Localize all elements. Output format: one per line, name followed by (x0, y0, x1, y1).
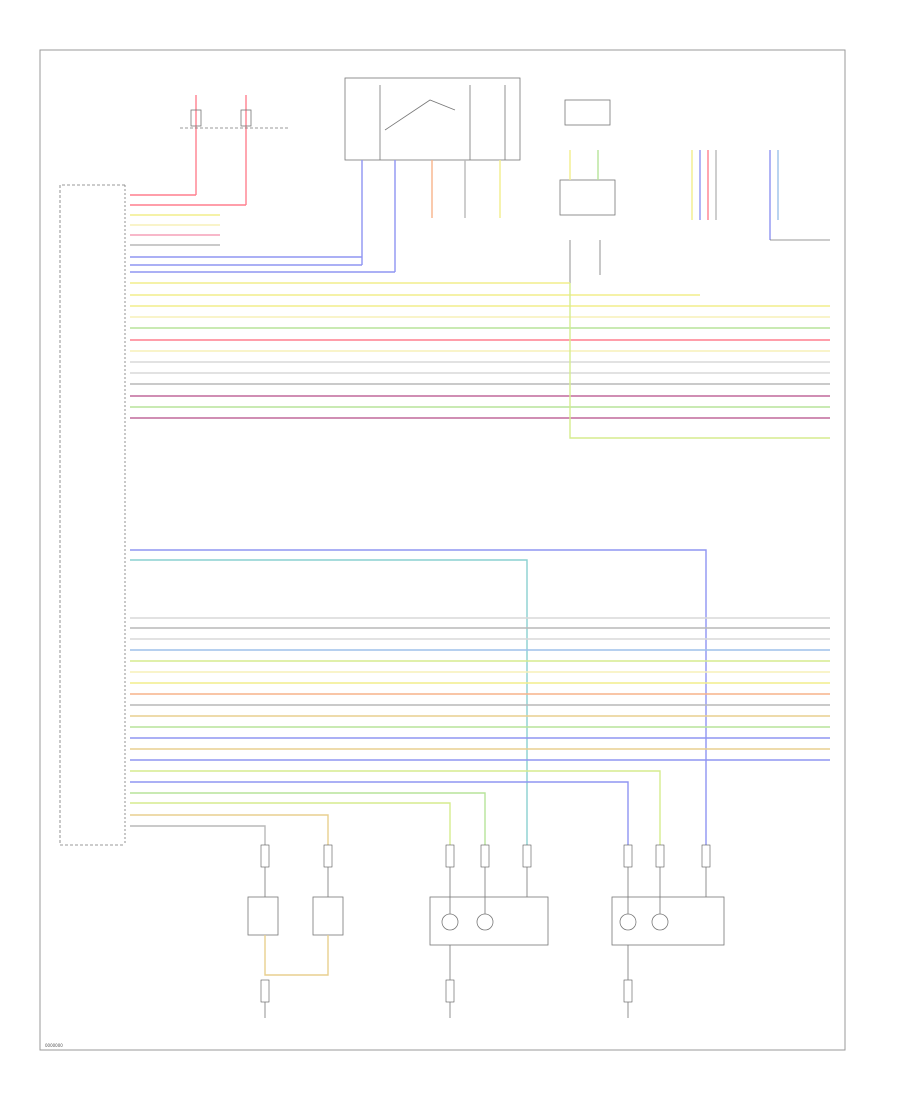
right-headlamp (611, 867, 725, 1018)
middle-wires (130, 549, 707, 845)
lower-wire-bundle (130, 617, 830, 845)
diagram-frame (39, 49, 846, 1051)
upper-right-connector (691, 150, 830, 241)
light-switch-box (344, 77, 521, 161)
control-module (59, 184, 126, 846)
upper-wire-bundle (130, 194, 830, 439)
relay-box (559, 99, 616, 290)
page-code: 0000000 (45, 1043, 63, 1048)
fuse-right (240, 95, 252, 205)
fuse-left (190, 95, 202, 195)
brake-lamps (247, 867, 344, 1018)
left-headlamp (429, 867, 549, 1018)
connector-pins (260, 844, 711, 868)
